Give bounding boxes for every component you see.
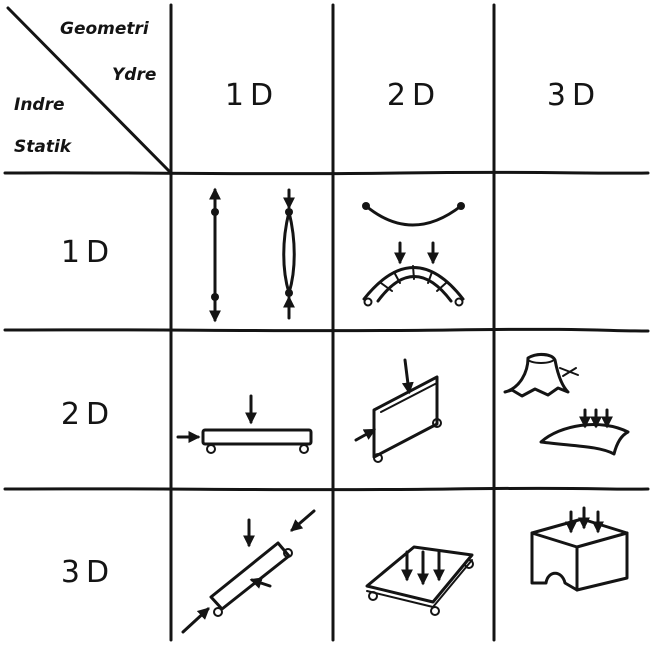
corner-bottom-line1: Indre bbox=[14, 95, 65, 115]
tension-bar-and-compression-strut-icon bbox=[211, 190, 294, 320]
plate-slab-icon bbox=[367, 547, 473, 615]
wall-plate-icon bbox=[356, 360, 441, 462]
row-header-1d: 1D bbox=[61, 235, 115, 270]
column-header-1d: 1D bbox=[225, 78, 279, 113]
column-header-2d: 2D bbox=[387, 78, 441, 113]
beam-icon bbox=[178, 396, 311, 453]
cable-and-arch-icon bbox=[362, 202, 465, 306]
row-headers: 1D 2D 3D bbox=[61, 235, 115, 590]
corner-bottom-line2: Statik bbox=[14, 137, 73, 157]
column-header-3d: 3D bbox=[547, 78, 601, 113]
inclined-beam-icon bbox=[183, 511, 314, 632]
column-headers: 1D 2D 3D bbox=[225, 78, 601, 113]
row-header-3d: 3D bbox=[61, 555, 115, 590]
shell-icon bbox=[505, 354, 628, 454]
corner-top-line2: Ydre bbox=[112, 65, 156, 85]
row-header-2d: 2D bbox=[61, 397, 115, 432]
corner-top-line1: Geometri bbox=[60, 19, 150, 39]
solid-block-icon bbox=[532, 508, 627, 590]
